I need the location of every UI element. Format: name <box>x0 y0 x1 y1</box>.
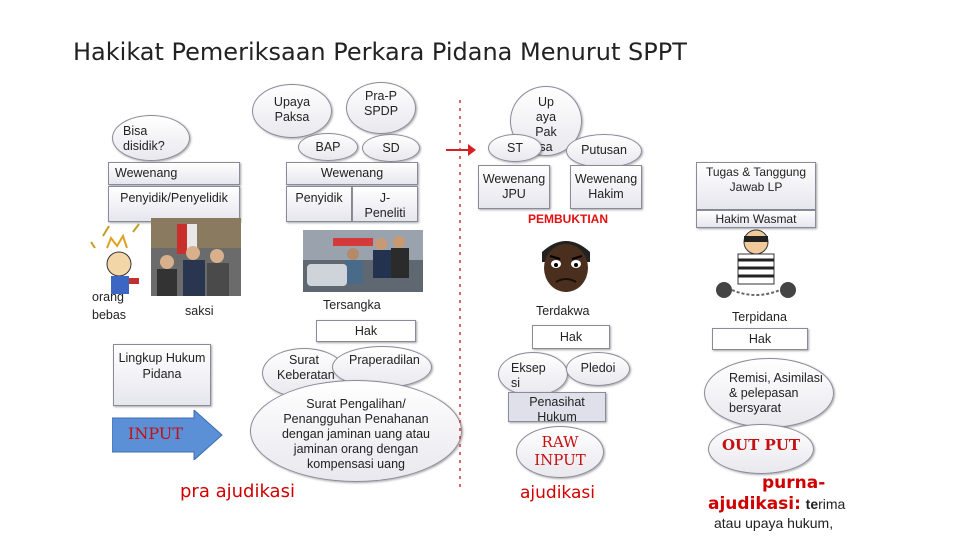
purna-label: purna- <box>762 473 826 493</box>
terima-bold: te <box>805 496 819 512</box>
orang-bebas-label: orang bebas <box>92 290 127 322</box>
upaya-paksa-label-2: Upaya Paksa <box>535 95 557 154</box>
sd-oval: SD <box>362 134 420 162</box>
remisi-label: Remisi, Asimilasi & pelepasan bersyarat <box>729 371 823 415</box>
pra-ajudikasi-label: pra ajudikasi <box>180 481 295 502</box>
penasihat-hukum-label: Penasihat Hukum <box>529 395 585 422</box>
pledoi-label: Pledoi <box>580 361 616 375</box>
lingkup-hukum-box: Lingkup Hukum Pidana <box>113 344 211 406</box>
wewenang-label-1: Wewenang <box>115 166 178 180</box>
pembuktian-label: PEMBUKTIAN <box>528 212 608 226</box>
pra-p-oval: Pra-P SPDP <box>346 82 416 134</box>
wewenang-box-1: Wewenang <box>108 162 240 185</box>
penyidik-label-2: Penyidik <box>295 191 343 205</box>
hakim-wasmat-label: Hakim Wasmat <box>715 212 797 226</box>
tugas-box: Tugas & Tanggung Jawab LP <box>696 162 816 210</box>
hak-label-3: Hak <box>559 330 583 344</box>
surat-pengalihan-oval: Surat Pengalihan/ Penangguhan Penahanan … <box>250 380 462 482</box>
hak-box-4: Hak <box>712 328 808 350</box>
wewenang-box-2: Wewenang <box>286 162 418 185</box>
wewenang-hakim-box: Wewenang Hakim <box>570 165 642 209</box>
ajudikasi-divider <box>459 100 461 490</box>
hak-label-2: Hak <box>354 324 378 338</box>
output-oval: OUT PUT <box>708 424 814 474</box>
surat-keberatan-label: Surat Keberatan <box>277 353 335 382</box>
sd-label: SD <box>382 141 400 155</box>
defendant-face-picture <box>534 232 598 296</box>
input-label: INPUT <box>128 424 183 443</box>
red-transition-arrow <box>446 144 476 156</box>
wewenang-jpu-label: Wewenang JPU <box>482 172 546 201</box>
pledoi-oval: Pledoi <box>566 352 630 386</box>
arrest-scene-picture <box>303 230 423 292</box>
st-oval: ST <box>488 134 542 162</box>
bap-label: BAP <box>315 140 341 154</box>
st-label: ST <box>507 141 523 155</box>
purna-ajudikasi-line: ajudikasi: terima <box>708 494 846 514</box>
ajudikasi-label: ajudikasi <box>520 483 595 503</box>
upaya-paksa-oval-1: Upaya Paksa <box>252 84 332 138</box>
terpidana-label: Terpidana <box>732 310 787 324</box>
saksi-label: saksi <box>185 304 214 318</box>
j-peneliti-box: J-Peneliti <box>352 186 418 222</box>
lingkup-hukum-label: Lingkup Hukum Pidana <box>118 351 206 381</box>
wewenang-hakim-label: Wewenang Hakim <box>574 172 638 201</box>
penyidik-box-1: Penyidik/Penyelidik <box>108 186 240 222</box>
tersangka-label: Tersangka <box>323 298 381 312</box>
upaya-hukum-label: atau upaya hukum, <box>714 515 834 531</box>
hakim-wasmat-box: Hakim Wasmat <box>696 210 816 228</box>
bisa-disidik-oval: Bisa disidik? <box>112 115 190 161</box>
penasihat-hukum-box: Penasihat Hukum <box>508 392 606 422</box>
putusan-label: Putusan <box>581 143 627 157</box>
pra-p-label: Pra-P SPDP <box>364 89 399 118</box>
hak-box-2: Hak <box>316 320 416 342</box>
raw-input-oval: RAW INPUT <box>516 426 604 478</box>
courtroom-people-picture <box>90 218 241 296</box>
ajudikasi-word: ajudikasi: <box>708 494 801 514</box>
wewenang-label-2: Wewenang <box>320 166 384 180</box>
putusan-oval: Putusan <box>566 134 642 168</box>
terdakwa-label: Terdakwa <box>536 304 590 318</box>
wewenang-jpu-box: Wewenang JPU <box>478 165 550 209</box>
bisa-disidik-label: Bisa disidik? <box>123 124 165 153</box>
praperadilan-label: Praperadilan <box>349 353 420 367</box>
j-peneliti-label: J-Peneliti <box>364 191 406 220</box>
tugas-label: Tugas & Tanggung Jawab LP <box>705 165 807 194</box>
prisoner-picture <box>716 229 796 298</box>
raw-input-label: RAW INPUT <box>534 433 586 469</box>
eksepsi-label: Eksepsi <box>511 361 546 390</box>
eksepsi-oval: Eksepsi <box>498 352 568 396</box>
surat-pengalihan-label: Surat Pengalihan/ Penangguhan Penahanan … <box>281 397 431 471</box>
penyidik-box-2: Penyidik <box>286 186 352 222</box>
remisi-oval: Remisi, Asimilasi & pelepasan bersyarat <box>704 358 834 428</box>
input-arrow <box>112 410 223 460</box>
upaya-paksa-label-1: Upaya Paksa <box>273 95 311 124</box>
output-label: OUT PUT <box>721 436 801 454</box>
penyidik-label-1: Penyidik/Penyelidik <box>120 191 228 205</box>
terima-rest: rima <box>818 496 846 512</box>
page-title: Hakikat Pemeriksaan Perkara Pidana Menur… <box>73 38 687 66</box>
bap-oval: BAP <box>298 133 358 161</box>
hak-label-4: Hak <box>748 332 772 346</box>
hak-box-3: Hak <box>532 325 610 349</box>
